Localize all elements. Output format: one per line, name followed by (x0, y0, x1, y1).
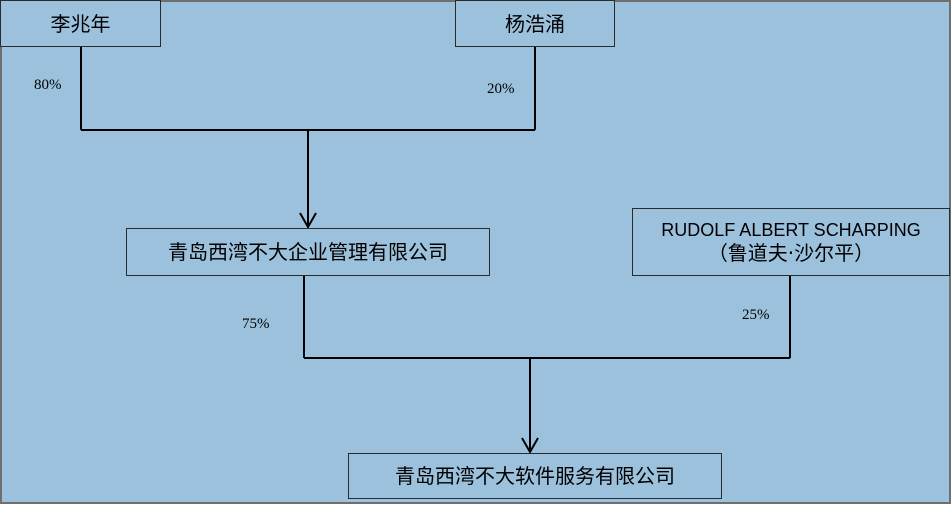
share-yang-haoyong: 20% (487, 81, 515, 97)
node-label: 青岛西湾不大企业管理有限公司 (168, 240, 448, 264)
node-label-cn: （鲁道夫·沙尔平） (707, 241, 875, 265)
node-label: 杨浩涌 (505, 11, 565, 36)
node-qingdao-software: 青岛西湾不大软件服务有限公司 (348, 453, 722, 499)
node-label: 青岛西湾不大软件服务有限公司 (395, 464, 675, 488)
arrow-to-mgmt (299, 212, 317, 230)
node-rudolf: RUDOLF ALBERT SCHARPING （鲁道夫·沙尔平） (632, 208, 950, 276)
share-qingdao-mgmt: 75% (242, 316, 270, 332)
node-yang-haoyong: 杨浩涌 (455, 0, 615, 47)
node-li-zhaonian: 李兆年 (0, 0, 161, 47)
node-label: 李兆年 (50, 11, 111, 36)
share-rudolf: 25% (742, 307, 770, 323)
node-qingdao-mgmt: 青岛西湾不大企业管理有限公司 (126, 228, 490, 276)
arrow-to-software (521, 437, 539, 455)
share-li-zhaonian: 80% (34, 77, 62, 93)
node-label-en: RUDOLF ALBERT SCHARPING (661, 220, 921, 240)
